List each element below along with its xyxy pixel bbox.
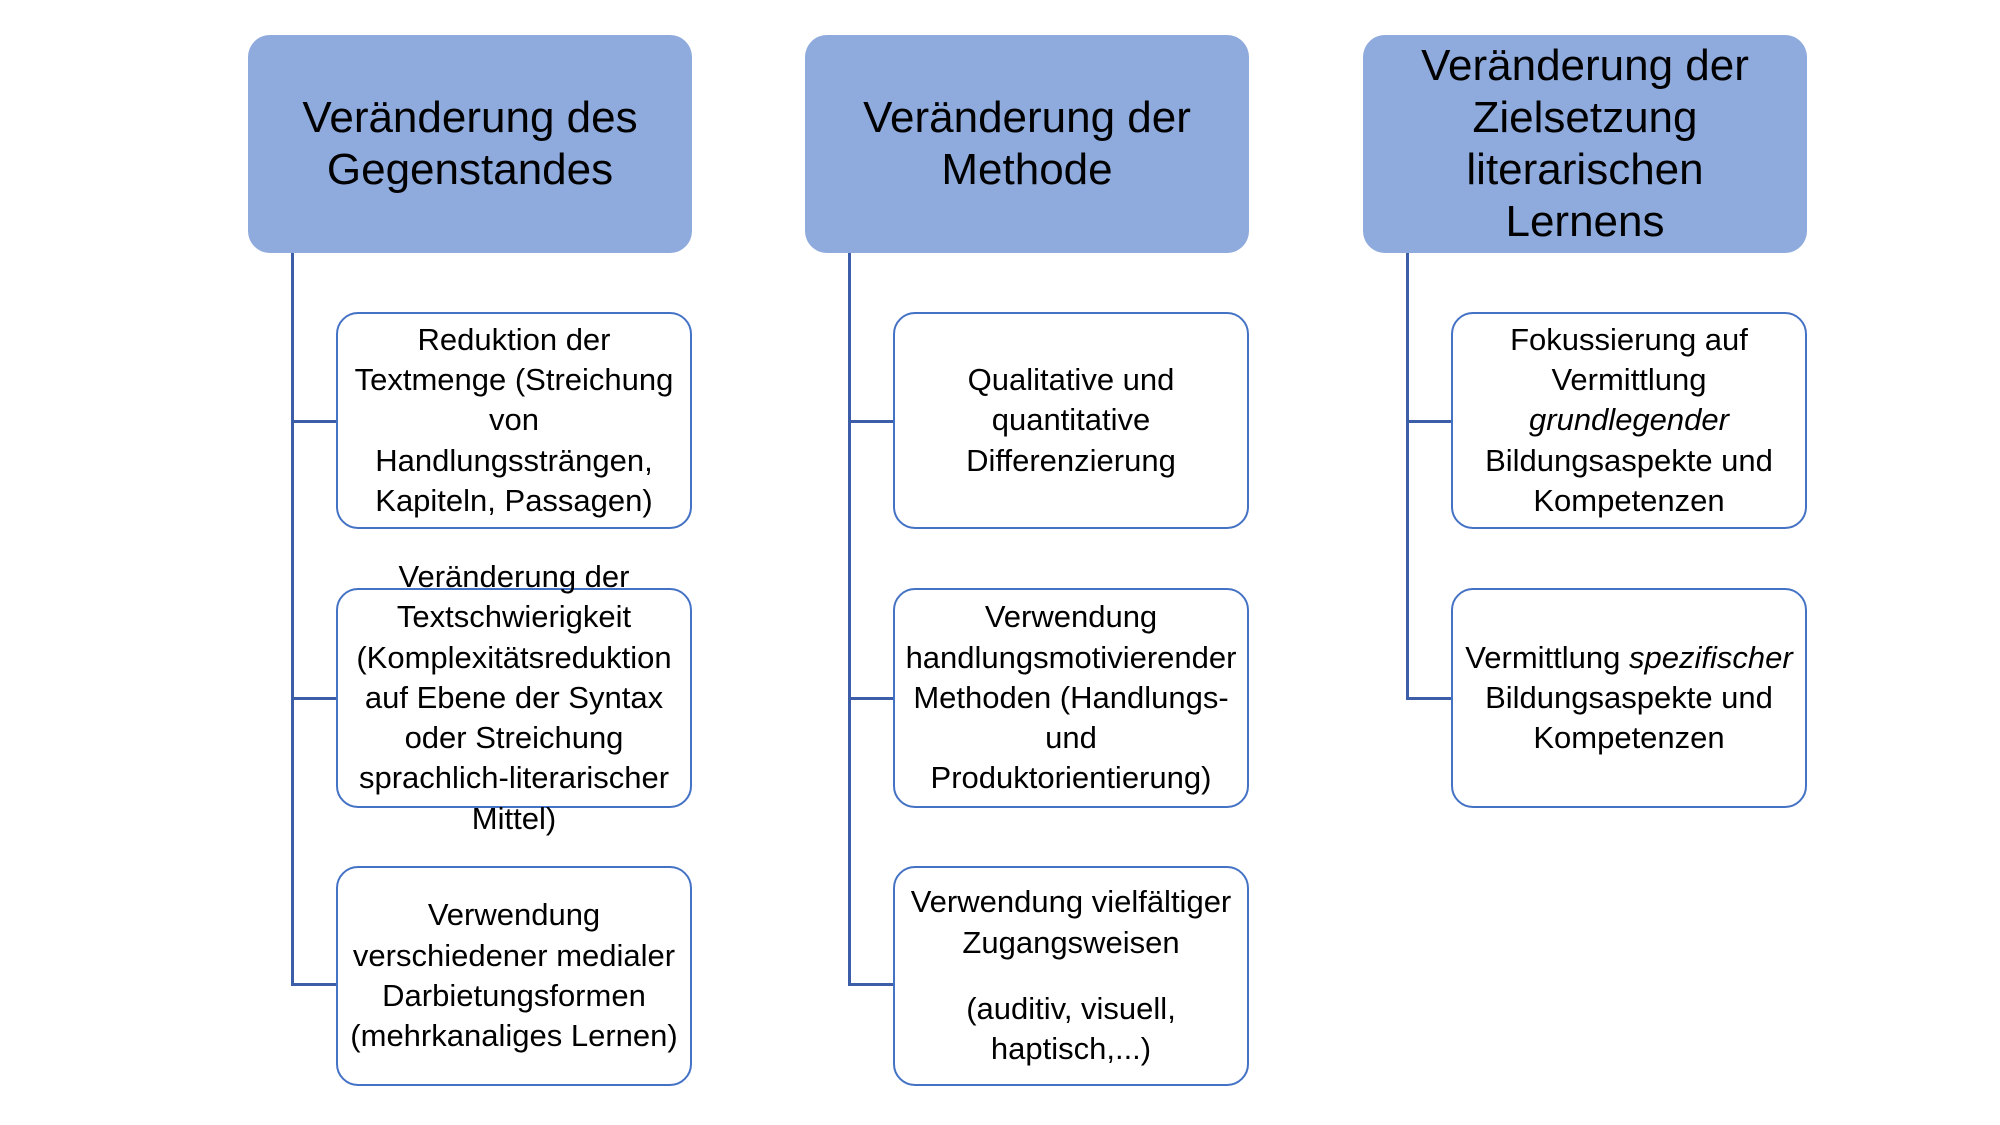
- header-box-gegenstandes[interactable]: Veränderung des Gegenstandes: [248, 35, 692, 253]
- connector-stub-column-1-child-2: [291, 697, 337, 700]
- child-box-paragraph: Reduktion der Textmenge (Streichung von …: [354, 321, 674, 518]
- connector-stub-column-3-child-1: [1406, 420, 1452, 423]
- header-box-zielsetzung[interactable]: Veränderung der Zielsetzung literarische…: [1363, 35, 1807, 253]
- connector-stub-column-1-child-3: [291, 983, 337, 986]
- child-box-paragraph: Verwendung verschiedener medialer Darbie…: [350, 897, 678, 1054]
- connector-trunk-column-2: [848, 253, 851, 986]
- child-box-paragraph: Fokussierung auf Vermittlung grundlegend…: [1485, 321, 1773, 518]
- child-box-spezifische-bildungsaspekte[interactable]: Vermittlung spezifischer Bildungsaspekte…: [1451, 588, 1807, 808]
- child-box-paragraph-secondary: (auditiv, visuell, haptisch,...): [966, 991, 1176, 1067]
- child-box-paragraph: Verwendung handlungsmotivierender Method…: [905, 599, 1237, 796]
- connector-stub-column-2-child-1: [848, 420, 894, 423]
- child-box-reduktion-textmenge[interactable]: Reduktion der Textmenge (Streichung von …: [336, 312, 692, 529]
- child-box-paragraph: Verwendung vielfältiger Zugangsweisen: [910, 884, 1232, 960]
- connector-trunk-column-3: [1406, 253, 1409, 699]
- child-box-qualitative-quantitative-differenzierung[interactable]: Qualitative und quantitative Differenzie…: [893, 312, 1249, 529]
- child-box-paragraph: Qualitative und quantitative Differenzie…: [966, 362, 1176, 478]
- child-box-vielfaeltige-zugangsweisen[interactable]: Verwendung vielfältiger Zugangsweisen (a…: [893, 866, 1249, 1086]
- child-box-paragraph: Vermittlung spezifischer Bildungsaspekte…: [1465, 639, 1793, 756]
- connector-stub-column-2-child-2: [848, 697, 894, 700]
- child-box-handlungsmotivierende-methoden[interactable]: Verwendung handlungsmotivierender Method…: [893, 588, 1249, 808]
- child-box-paragraph: Veränderung der Textschwierigkeit (Kompl…: [356, 558, 672, 836]
- child-box-mediale-darbietung[interactable]: Verwendung verschiedener medialer Darbie…: [336, 866, 692, 1086]
- connector-stub-column-2-child-3: [848, 983, 894, 986]
- child-box-textschwierigkeit[interactable]: Veränderung der Textschwierigkeit (Kompl…: [336, 559, 692, 836]
- connector-trunk-column-1: [291, 253, 294, 986]
- header-box-methode[interactable]: Veränderung der Methode: [805, 35, 1249, 253]
- connector-stub-column-1-child-1: [291, 420, 337, 423]
- child-box-grundlegende-bildungsaspekte[interactable]: Fokussierung auf Vermittlung grundlegend…: [1451, 312, 1807, 529]
- connector-stub-column-3-child-2: [1406, 697, 1452, 700]
